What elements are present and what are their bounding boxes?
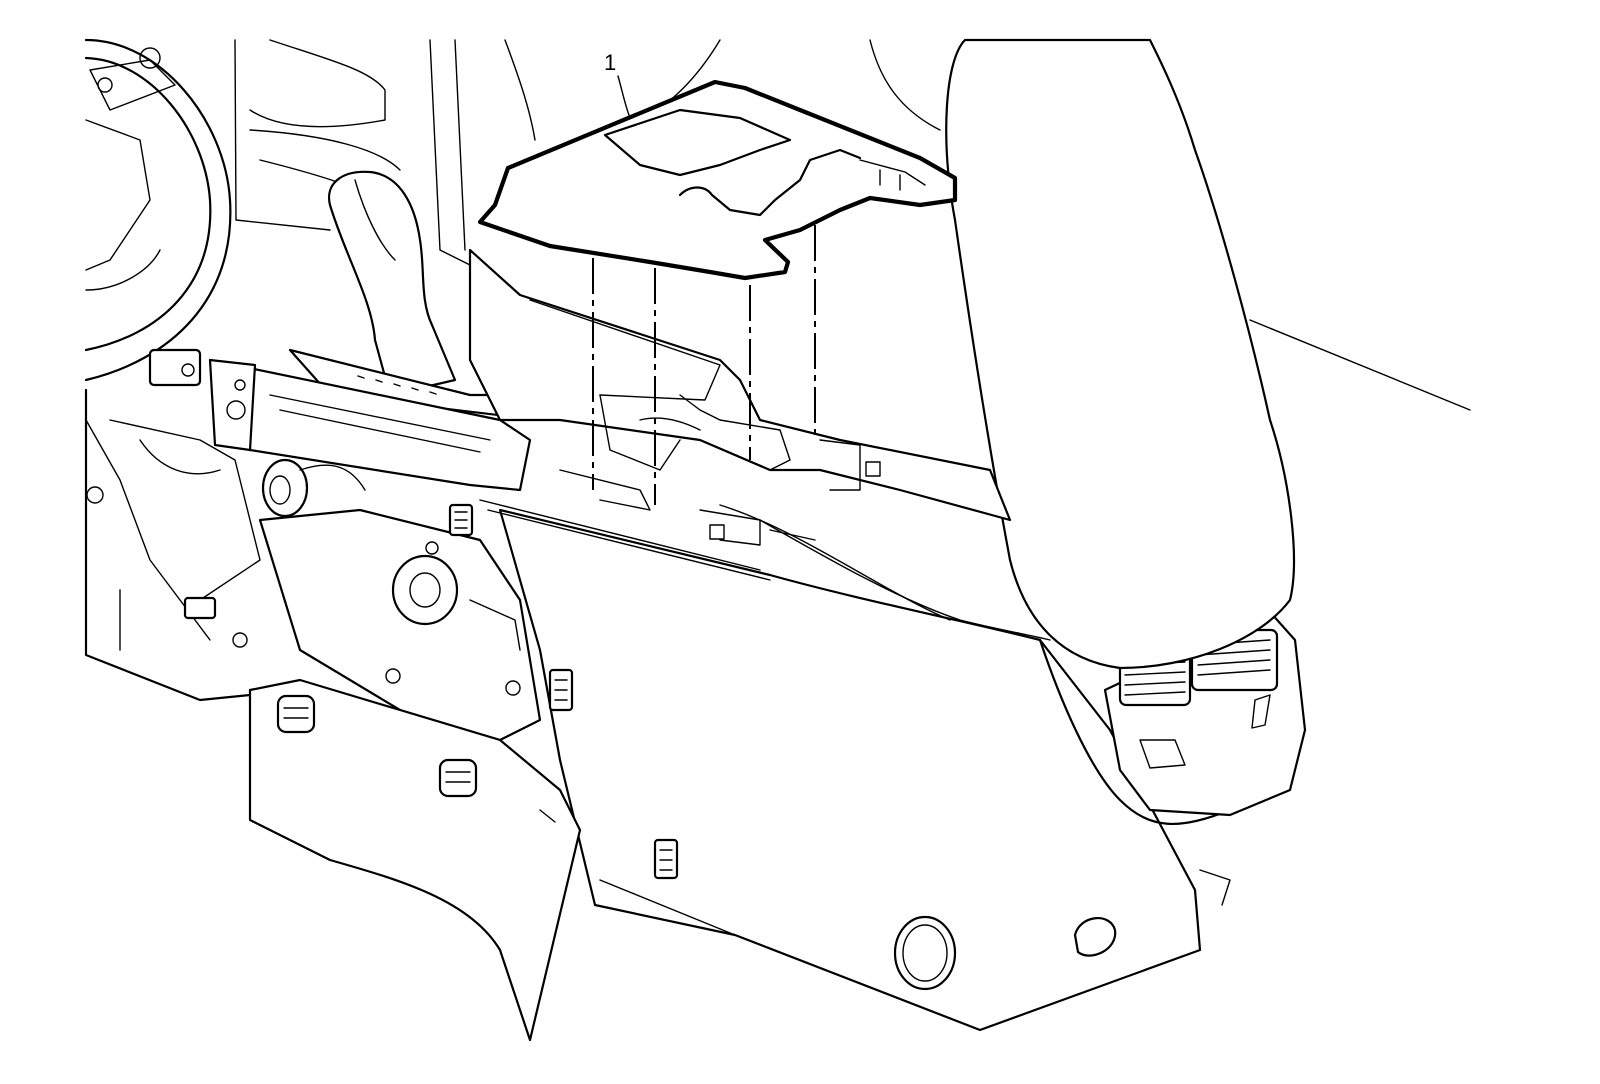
console-bumper-left	[893, 915, 957, 991]
floor-clip-2	[438, 758, 478, 798]
console-mounting-base	[468, 248, 1051, 641]
shift-mechanism	[109, 170, 679, 1042]
alignment-guides	[592, 225, 816, 505]
shifter-knob	[327, 170, 457, 397]
console-bezel-part	[477, 79, 958, 281]
armrest	[945, 38, 1296, 670]
gear-indicator-letters	[357, 375, 437, 395]
callout-1: 1	[604, 50, 631, 119]
console-bumper-right	[1073, 917, 1117, 957]
floor-clip-1	[276, 694, 316, 734]
dashboard-background	[234, 39, 1471, 411]
bracket-bolt	[226, 400, 246, 420]
callout-label: 1	[604, 50, 616, 75]
steering-wheel	[84, 38, 232, 382]
